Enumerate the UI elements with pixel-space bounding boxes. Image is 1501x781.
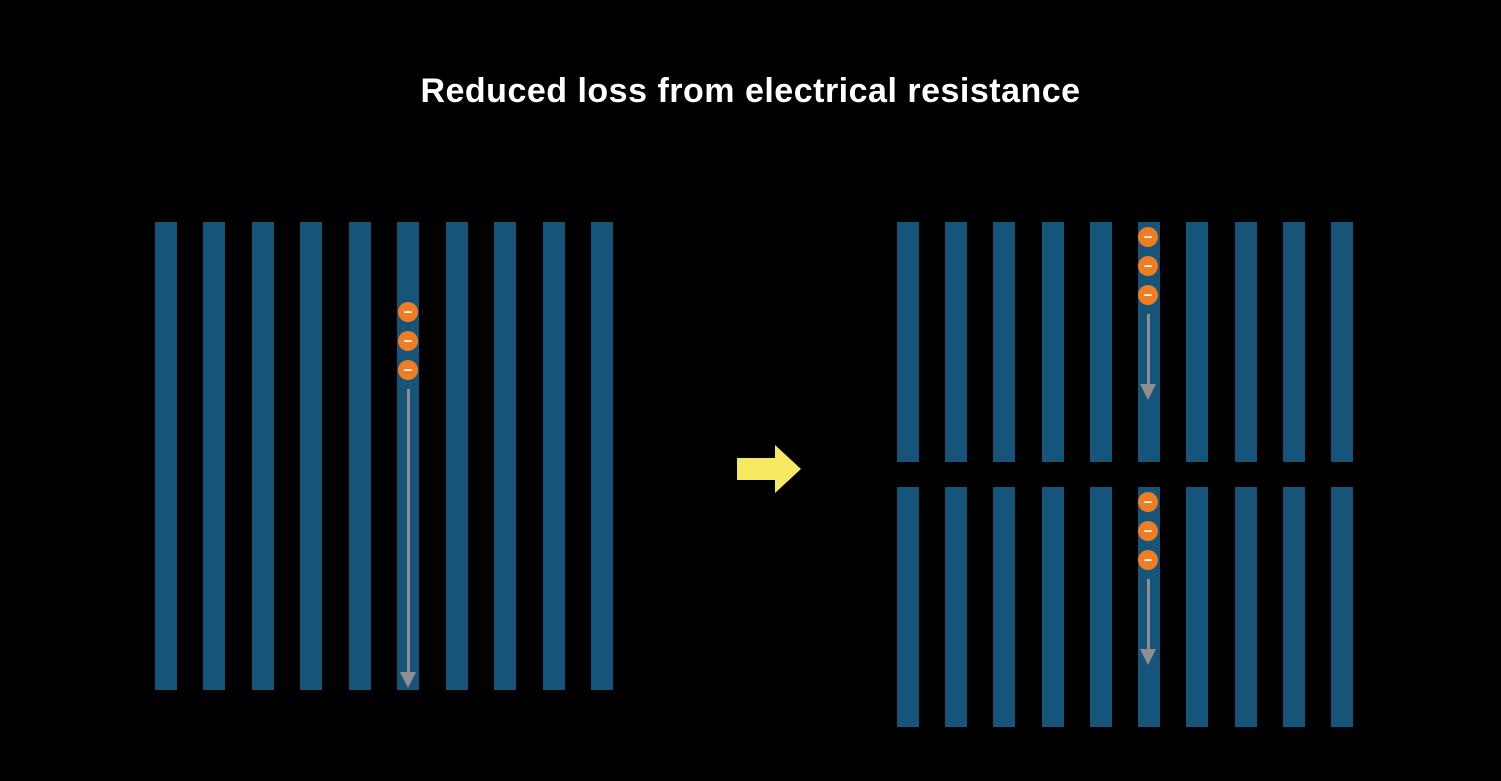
electron-icon: − <box>398 302 418 322</box>
half-cell-top-panel <box>897 222 1353 462</box>
cell-bar <box>1041 487 1064 727</box>
current-path-arrow <box>400 389 416 688</box>
cell-bar <box>445 222 468 690</box>
transition-right-arrow-shape <box>737 445 801 493</box>
cell-bar <box>1186 222 1209 462</box>
cell-bar <box>993 487 1016 727</box>
cell-bar <box>590 222 613 690</box>
cell-bar <box>945 222 968 462</box>
cell-bar <box>897 222 919 462</box>
cell-bar <box>1089 222 1112 462</box>
current-path-arrow <box>1140 579 1156 665</box>
cell-bar <box>1282 487 1305 727</box>
electron-icon: − <box>398 360 418 380</box>
transition-right-arrow-icon <box>737 445 801 493</box>
current-arrow-head-icon <box>1140 649 1156 665</box>
electron-icon: − <box>1138 521 1158 541</box>
electron-icon: − <box>1138 227 1158 247</box>
cell-bar <box>203 222 226 690</box>
cell-bar <box>155 222 177 690</box>
electron-flow-full-cell: − − − <box>398 302 418 688</box>
electron-icon: − <box>1138 285 1158 305</box>
current-arrow-head-icon <box>400 672 416 688</box>
cell-bar <box>348 222 371 690</box>
current-arrow-shaft <box>1146 579 1150 649</box>
electron-icon: − <box>1138 256 1158 276</box>
cell-bar <box>1234 222 1257 462</box>
cell-bar <box>897 487 919 727</box>
cell-bar <box>1234 487 1257 727</box>
electron-icon: − <box>1138 550 1158 570</box>
full-cell-panel <box>155 222 613 690</box>
cell-bar <box>1186 487 1209 727</box>
cell-bar <box>993 222 1016 462</box>
cell-bar <box>251 222 274 690</box>
cell-bar <box>1330 487 1353 727</box>
current-arrow-head-icon <box>1140 384 1156 400</box>
cell-bar <box>1041 222 1064 462</box>
electron-icon: − <box>1138 492 1158 512</box>
diagram-title: Reduced loss from electrical resistance <box>420 72 1081 110</box>
cell-bar <box>494 222 517 690</box>
electron-flow-half-cell-bottom: − − − <box>1138 492 1158 665</box>
current-arrow-shaft <box>1146 314 1150 384</box>
cell-bar <box>300 222 323 690</box>
current-path-arrow <box>1140 314 1156 400</box>
half-cell-bottom-panel <box>897 487 1353 727</box>
current-arrow-shaft <box>406 389 410 672</box>
cell-bar <box>1330 222 1353 462</box>
cell-bar <box>1282 222 1305 462</box>
cell-bar <box>945 487 968 727</box>
cell-bar <box>1089 487 1112 727</box>
electron-flow-half-cell-top: − − − <box>1138 227 1158 400</box>
cell-bar <box>542 222 565 690</box>
electron-icon: − <box>398 331 418 351</box>
